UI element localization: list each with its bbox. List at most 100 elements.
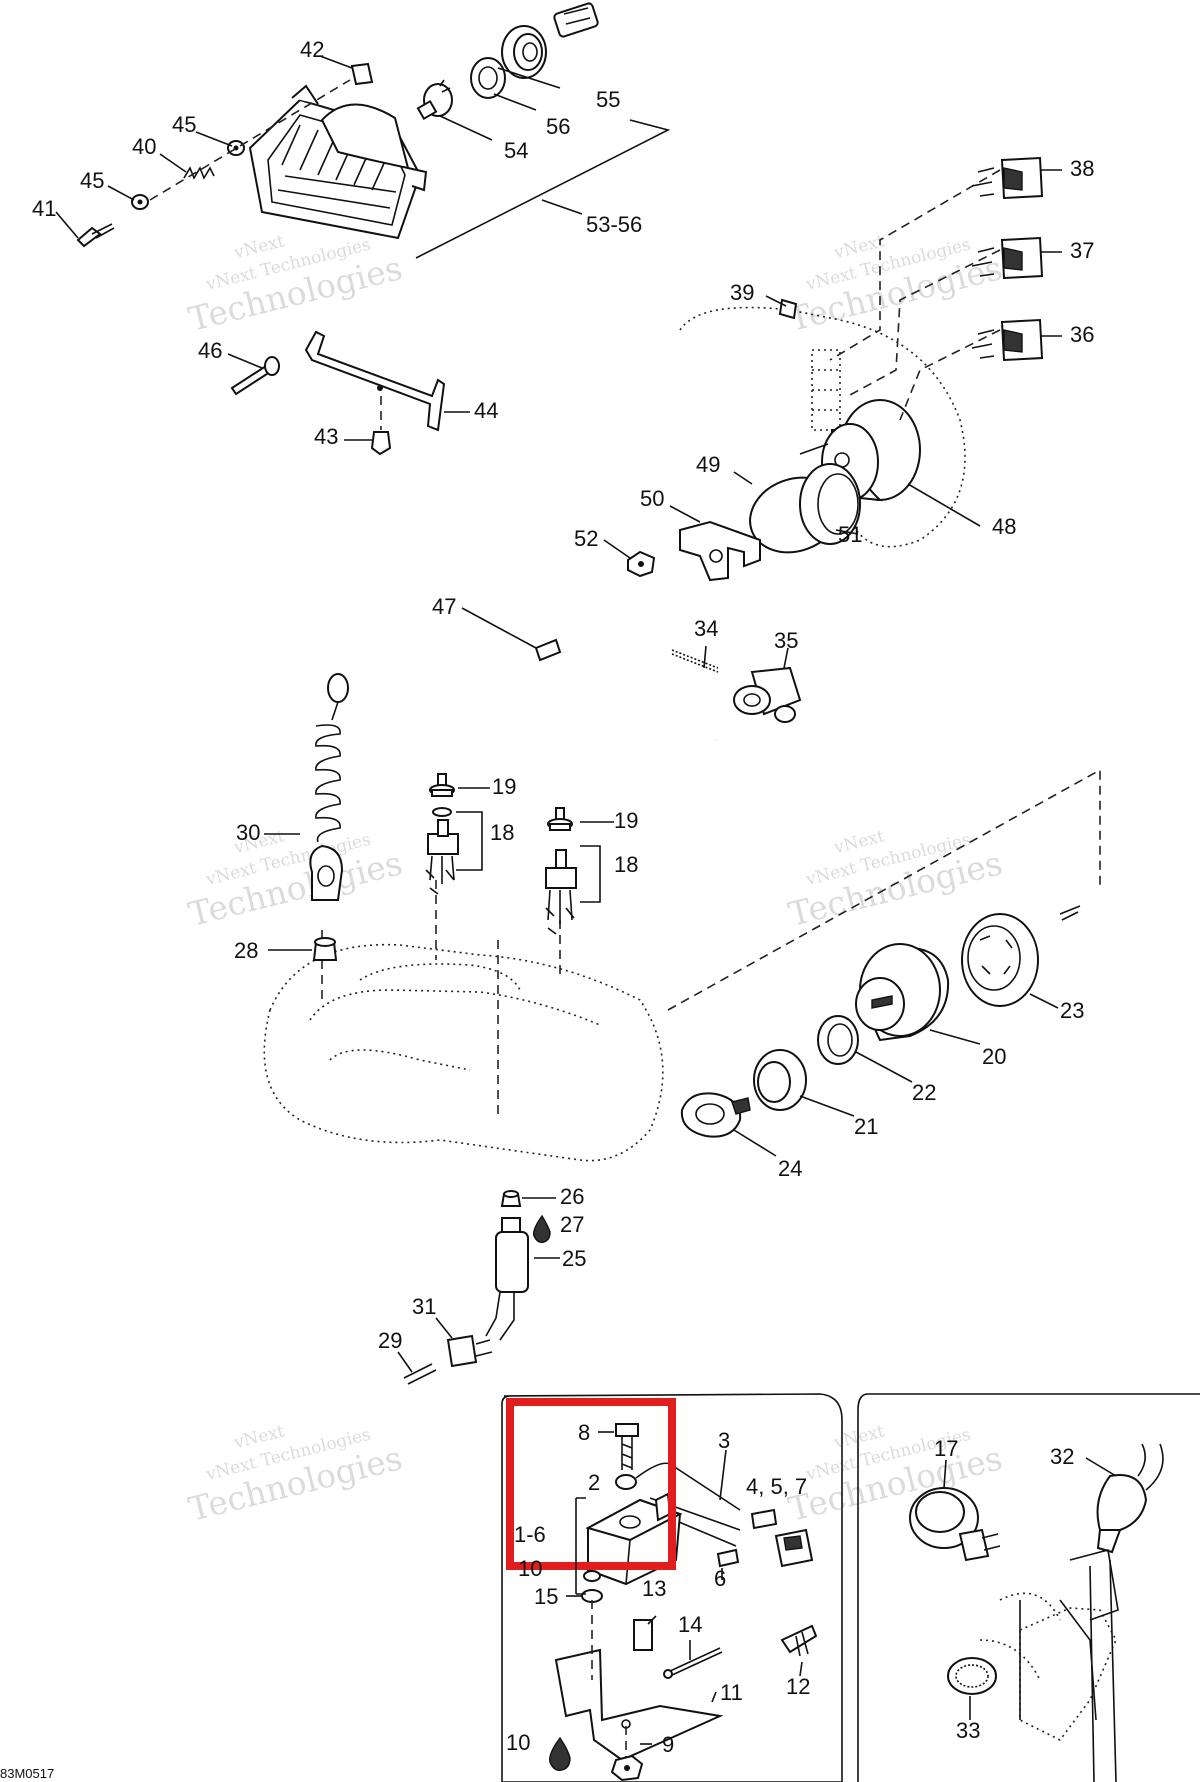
part-ground-eyelet bbox=[615, 1474, 637, 1490]
part-35-fitting bbox=[733, 666, 802, 723]
callout-20: 20 bbox=[982, 1044, 1006, 1069]
callout-44: 44 bbox=[474, 398, 498, 423]
callout-36: 36 bbox=[1070, 322, 1094, 347]
part-51-seal bbox=[799, 463, 861, 545]
part-18-switch-b bbox=[545, 849, 577, 935]
callout-43: 43 bbox=[314, 424, 338, 449]
callout-24: 24 bbox=[778, 1156, 802, 1181]
part-18-switch-a bbox=[425, 807, 459, 895]
part-43-nut bbox=[370, 431, 392, 456]
callout-19b: 19 bbox=[614, 808, 638, 833]
part-25-sensor bbox=[485, 1217, 529, 1341]
callout-29: 29 bbox=[378, 1328, 402, 1353]
headlight-assembly bbox=[76, 2, 671, 456]
callout-38: 38 bbox=[1070, 156, 1094, 181]
part-29-pins bbox=[403, 1363, 437, 1385]
callout-10-top: 10 bbox=[518, 1556, 542, 1581]
inset-left-frame bbox=[501, 1393, 843, 1782]
part-38-indicator bbox=[971, 156, 1044, 200]
callout-47: 47 bbox=[432, 594, 456, 619]
part-21-nut bbox=[753, 1049, 807, 1111]
callout-1-6: 1-6 bbox=[514, 1522, 546, 1547]
callout-31: 31 bbox=[412, 1294, 436, 1319]
callout-45-top: 45 bbox=[172, 112, 196, 137]
part-24-key bbox=[680, 1092, 751, 1138]
part-22-ring bbox=[817, 1015, 859, 1065]
callout-34: 34 bbox=[694, 616, 718, 641]
part-37-indicator bbox=[971, 236, 1044, 280]
part-55-boot bbox=[501, 25, 547, 79]
part-48-gauge bbox=[799, 399, 921, 502]
drop-icon bbox=[549, 1736, 571, 1772]
part-10-nut-top bbox=[583, 1570, 601, 1582]
headlight-bracket-left bbox=[291, 84, 319, 105]
callout-27: 27 bbox=[560, 1212, 584, 1237]
callout-13: 13 bbox=[642, 1576, 666, 1601]
callout-2: 2 bbox=[588, 1470, 600, 1495]
callout-40: 40 bbox=[132, 134, 156, 159]
part-39-connector bbox=[778, 298, 798, 320]
part-47-cable bbox=[493, 649, 717, 760]
callout-25: 25 bbox=[562, 1246, 586, 1271]
part-33-ring bbox=[947, 1657, 997, 1695]
callout-28: 28 bbox=[234, 938, 258, 963]
callout-39: 39 bbox=[730, 280, 754, 305]
callout-4-5-7: 4, 5, 7 bbox=[746, 1474, 807, 1499]
callout-48: 48 bbox=[992, 514, 1016, 539]
part-46-screw bbox=[230, 356, 280, 396]
callout-18b: 18 bbox=[614, 852, 638, 877]
callout-11: 11 bbox=[720, 1680, 743, 1705]
callout-22: 22 bbox=[912, 1080, 936, 1105]
callout-41: 41 bbox=[32, 196, 56, 221]
part-14-pin bbox=[667, 1647, 723, 1677]
callout-33: 33 bbox=[956, 1718, 980, 1743]
inset-right-frame bbox=[857, 1393, 1200, 1782]
callout-8: 8 bbox=[578, 1420, 590, 1445]
part-8-bolt bbox=[615, 1423, 639, 1470]
part-20-ignition-switch bbox=[855, 943, 950, 1042]
part-32-sensor bbox=[1096, 1443, 1164, 1554]
callout-26: 26 bbox=[560, 1184, 584, 1209]
part-36-indicator bbox=[971, 318, 1044, 362]
callout-30: 30 bbox=[236, 820, 260, 845]
part-34-tie bbox=[671, 649, 719, 673]
figure-code: 83M0517 bbox=[0, 1766, 54, 1781]
drop-icon-27 bbox=[532, 1214, 551, 1244]
watermark-4: vNext vNext Technologies Technologies bbox=[785, 826, 1006, 933]
part-12-clip bbox=[780, 1624, 818, 1657]
console-switch-group bbox=[263, 673, 1101, 1385]
callout-49: 49 bbox=[696, 452, 720, 477]
callout-52: 52 bbox=[574, 526, 598, 551]
part-4-5-7-connector bbox=[750, 1508, 814, 1568]
callout-21: 21 bbox=[854, 1114, 878, 1139]
callout-42: 42 bbox=[300, 37, 324, 62]
gauge-assembly bbox=[627, 156, 1044, 582]
part-23-switch-body bbox=[961, 913, 1039, 1007]
part-56-socket bbox=[470, 57, 506, 99]
console-outline bbox=[679, 306, 966, 548]
callout-14: 14 bbox=[678, 1612, 702, 1637]
callout-53-56: 53-56 bbox=[586, 212, 642, 237]
part-17-sender bbox=[909, 1487, 1001, 1562]
watermark-5: vNext vNext Technologies Technologies bbox=[185, 1421, 406, 1528]
callout-15: 15 bbox=[534, 1584, 558, 1609]
part-30-lanyard bbox=[309, 673, 349, 901]
part-31-connector bbox=[446, 1334, 493, 1368]
callout-3: 3 bbox=[718, 1428, 730, 1453]
callout-32: 32 bbox=[1050, 1444, 1074, 1469]
part-13-spacer bbox=[633, 1619, 653, 1651]
callout-17: 17 bbox=[934, 1436, 958, 1461]
part-11-plate bbox=[554, 1648, 724, 1762]
callout-55: 55 bbox=[596, 87, 620, 112]
console-dotted-body bbox=[263, 943, 664, 1162]
headlight-reflector-dome bbox=[320, 103, 410, 170]
part-23-connector bbox=[1059, 905, 1081, 921]
part-54-bulb bbox=[416, 79, 453, 121]
part-19-knob-b bbox=[547, 807, 573, 831]
callout-labels: 42 45 40 45 41 55 56 54 53-56 38 37 36 3… bbox=[0, 37, 1094, 1781]
part-44-bracket bbox=[304, 330, 446, 432]
callout-50: 50 bbox=[640, 486, 664, 511]
callout-37: 37 bbox=[1070, 238, 1094, 263]
part-42-clip bbox=[350, 62, 374, 86]
